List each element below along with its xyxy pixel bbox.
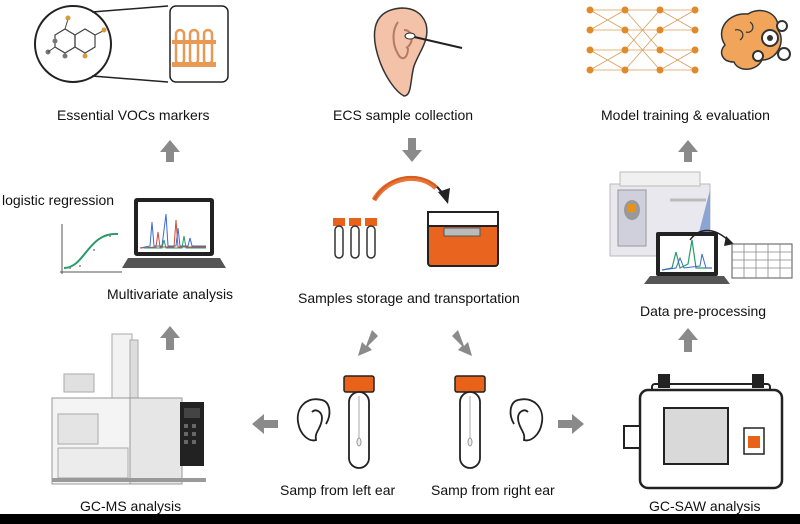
arrow-right-gcsaw: [558, 414, 584, 434]
logistic-curve-icon: [60, 224, 122, 274]
arrow-diag-left: [358, 330, 378, 356]
right-ear-sample-label: Samp from right ear: [431, 482, 555, 498]
arrow-diag-right: [452, 330, 472, 356]
left-ear-icon: [296, 398, 331, 442]
right-sample-tube-icon: [454, 375, 486, 469]
laptop-graph-icon: [644, 229, 734, 284]
vocs-markers-label: Essential VOCs markers: [57, 107, 210, 123]
arrow-left-gcms: [252, 414, 278, 434]
ear-swab-icon: [373, 7, 463, 97]
gcsaw-device-icon: [623, 374, 784, 490]
test-tube-rack-icon: [169, 5, 229, 83]
ecs-collection-label: ECS sample collection: [333, 107, 474, 123]
laptop-chromatogram-icon: [122, 198, 226, 268]
neural-network-icon: [586, 6, 699, 74]
curved-arrow-icon: [371, 175, 450, 204]
right-ear-icon: [509, 398, 544, 442]
sample-tubes-icon: [333, 218, 377, 259]
storage-transport-label: Samples storage and transportation: [298, 290, 520, 306]
molecule-icon: [34, 5, 112, 83]
storage-box-icon: [427, 211, 499, 267]
arrow-up-preprocessing: [678, 328, 698, 352]
data-table-icon: [731, 243, 793, 279]
gcms-analysis-label: GC-MS analysis: [80, 498, 182, 514]
left-ear-sample-label: Samp from left ear: [280, 482, 396, 498]
brain-gears-icon: [720, 9, 791, 70]
arrow-up-model: [678, 140, 698, 162]
arrow-up-multivariate: [160, 326, 180, 350]
model-training-label: Model training & evaluation: [601, 107, 770, 123]
logistic-regression-label: logistic regression: [2, 192, 115, 208]
arrow-down-ecs: [402, 138, 422, 162]
gcsaw-analysis-label: GC-SAW analysis: [649, 498, 761, 514]
data-preprocessing-label: Data pre-processing: [640, 303, 767, 319]
arrow-up-vocs: [160, 140, 180, 162]
multivariate-analysis-label: Multivariate analysis: [107, 286, 234, 302]
bottom-border: [0, 514, 800, 524]
left-sample-tube-icon: [343, 375, 375, 469]
gcms-instrument-icon: [51, 333, 206, 485]
